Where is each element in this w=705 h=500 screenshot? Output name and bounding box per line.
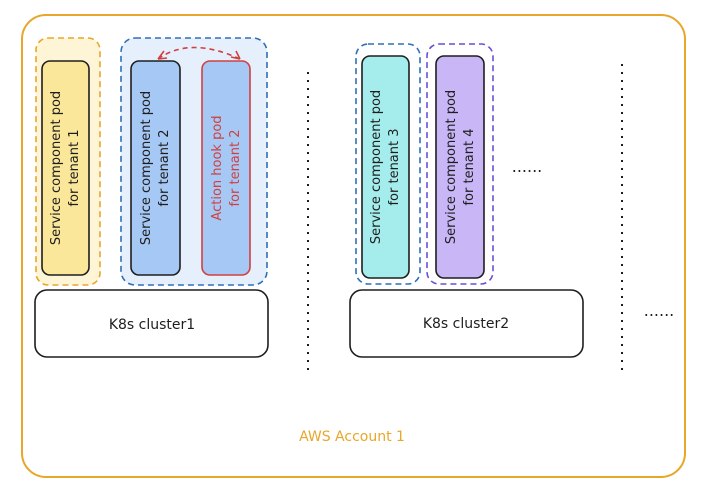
k8s-cluster2	[349, 289, 584, 358]
more-tenants-ellipsis: ......	[512, 157, 543, 176]
k8s-cluster1-label: K8s cluster1	[109, 317, 195, 333]
k8s-cluster1	[34, 289, 269, 358]
pod-tenant4	[435, 55, 485, 279]
pod-label-line1: Action hook pod	[210, 115, 225, 220]
arrowhead-right-icon	[230, 50, 241, 60]
tenant3-group	[355, 43, 421, 285]
pod-label-line1: Service component pod	[49, 91, 64, 245]
pod-label-line2: for tenant 2	[157, 129, 172, 206]
pod-label-line2: for tenant 4	[462, 128, 477, 205]
action-hook-pod-label: Action hook pod for tenant 2	[210, 115, 243, 220]
pod-label-line2: for tenant 2	[228, 129, 243, 206]
pod-tenant2-label: Service component pod for tenant 2	[139, 91, 172, 245]
aws-account-label: AWS Account 1	[299, 429, 405, 445]
action-hook-pod-tenant2	[201, 60, 251, 276]
pod-label-line2: for tenant 1	[67, 129, 82, 206]
arrowhead-left-icon	[157, 50, 168, 60]
pod-label-line1: Service component pod	[369, 90, 384, 244]
tenant4-group	[426, 43, 494, 285]
k8s-cluster2-label: K8s cluster2	[423, 316, 509, 332]
more-clusters-ellipsis: ......	[644, 301, 675, 320]
pod-tenant1-label: Service component pod for tenant 1	[49, 91, 82, 245]
pod-tenant3	[361, 55, 410, 279]
pod-tenant3-label: Service component pod for tenant 3	[369, 90, 402, 244]
pod-label-line2: for tenant 3	[387, 128, 402, 205]
pod-label-line1: Service component pod	[444, 90, 459, 244]
aws-account-boundary	[21, 14, 686, 478]
tenant2-link-arrow	[157, 46, 241, 60]
pod-tenant4-label: Service component pod for tenant 4	[444, 90, 477, 244]
pod-tenant1	[41, 60, 90, 276]
pod-label-line1: Service component pod	[139, 91, 154, 245]
pod-tenant2	[130, 60, 181, 276]
